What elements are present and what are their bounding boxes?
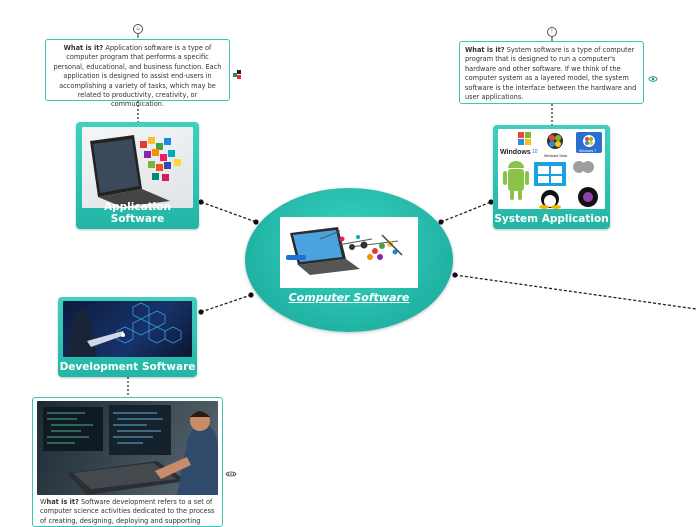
topic-development-label: Development Software	[59, 361, 196, 373]
application-image	[82, 127, 193, 208]
topic-system-application[interactable]: Windows 10 Windows Vista Windows 7	[493, 125, 610, 229]
topic-application-software[interactable]: Application Software	[76, 122, 199, 229]
note-system-heading: What is it?	[465, 46, 505, 54]
development-note-image	[37, 401, 218, 495]
smiley-marker-icon[interactable]: ☺	[133, 24, 143, 34]
vista-text: Windows Vista	[544, 154, 567, 158]
note-application-heading: What is it?	[63, 44, 104, 52]
link-icon[interactable]	[233, 66, 242, 79]
note-development-heading: hat is it?	[46, 498, 79, 506]
windows-text: Windows	[500, 149, 531, 156]
link-center-application	[200, 201, 257, 223]
note-development-heading-first: W	[40, 498, 47, 506]
note-application-text: Application software is a type of comput…	[53, 44, 222, 109]
system-image: Windows 10 Windows Vista Windows 7	[498, 129, 605, 209]
central-image	[280, 217, 418, 288]
note-system-text: System software is a type of computer pr…	[465, 46, 637, 102]
windows-version-text: 10	[532, 149, 538, 155]
win7-text: Windows 7	[579, 149, 596, 153]
link-center-system	[440, 201, 492, 223]
topic-application-label: Application Software	[104, 201, 171, 225]
eye-icon[interactable]	[648, 69, 658, 82]
note-system[interactable]: What is it? System software is a type of…	[459, 41, 644, 104]
ellipsis-icon[interactable]	[225, 464, 237, 477]
note-development[interactable]: What is it? Software development refers …	[32, 397, 223, 527]
info-marker-icon[interactable]: !	[547, 27, 557, 37]
central-topic-title: Computer Software	[288, 291, 410, 304]
central-topic[interactable]: Computer Software	[245, 188, 453, 332]
topic-development-software[interactable]: Development Software	[58, 297, 197, 377]
topic-system-label: System Application	[494, 213, 609, 225]
link-center-development	[200, 294, 252, 313]
note-application[interactable]: What is it? Application software is a ty…	[45, 39, 230, 108]
development-image	[63, 301, 192, 357]
link-center-offscreen	[454, 274, 696, 310]
note-development-body: What is it? Software development refers …	[40, 498, 221, 526]
